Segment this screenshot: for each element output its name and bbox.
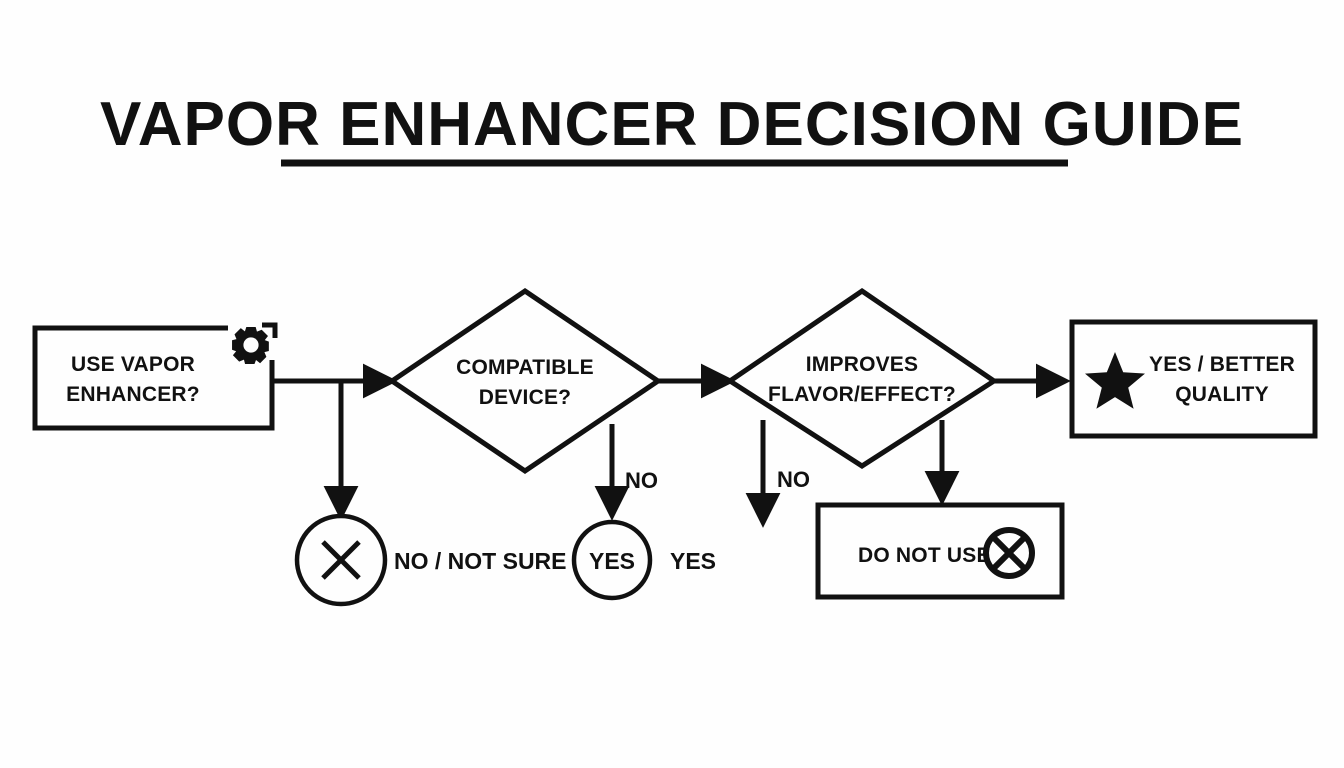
node-compatible-device-diamond	[387, 287, 663, 475]
node-do-not-use[interactable]: DO NOT USE	[815, 502, 1065, 600]
node-use-vapor-enhancer[interactable]: USE VAPOR ENHANCER?	[32, 318, 278, 431]
node-better-quality-line1: YES / BETTER	[1149, 353, 1295, 376]
not-sure-label: NO / NOT SURE	[394, 548, 567, 574]
yes-circle	[571, 519, 653, 601]
node-do-not-use-label: DO NOT USE	[858, 544, 991, 567]
edge-label-no-improves: NO	[777, 467, 810, 492]
node-better-quality-line2: QUALITY	[1175, 383, 1269, 406]
node-use-vapor-enhancer-line2: ENHANCER?	[66, 383, 200, 406]
yes-circle-label: YES	[589, 548, 635, 574]
gear-icon	[232, 327, 269, 365]
node-improves-flavor-effect-line1: IMPROVES	[806, 353, 918, 376]
star-icon	[1085, 352, 1145, 409]
node-not-sure[interactable]: NO / NOT SURE	[294, 513, 567, 607]
node-use-vapor-enhancer-line1: USE VAPOR	[71, 353, 195, 376]
edge-label-no-compatible: NO	[625, 468, 658, 493]
node-yes[interactable]: YES YES	[571, 519, 716, 601]
yes-side-label: YES	[670, 548, 716, 574]
circle-x-icon	[983, 527, 1035, 579]
node-do-not-use-box	[815, 502, 1065, 600]
node-improves-flavor-effect-line2: FLAVOR/EFFECT?	[768, 383, 956, 406]
node-compatible-device-line2: DEVICE?	[479, 386, 571, 409]
node-compatible-device[interactable]: COMPATIBLE DEVICE?	[387, 287, 663, 475]
node-better-quality[interactable]: YES / BETTER QUALITY	[1069, 319, 1318, 439]
x-circle-stroke-b	[321, 540, 361, 580]
node-improves-flavor-effect-diamond	[725, 287, 999, 469]
node-improves-flavor-effect[interactable]: IMPROVES FLAVOR/EFFECT?	[725, 287, 999, 469]
page-title: VAPOR ENHANCER DECISION GUIDE	[100, 90, 1244, 159]
node-compatible-device-line1: COMPATIBLE	[456, 356, 594, 379]
box-corner-accent	[262, 322, 278, 338]
